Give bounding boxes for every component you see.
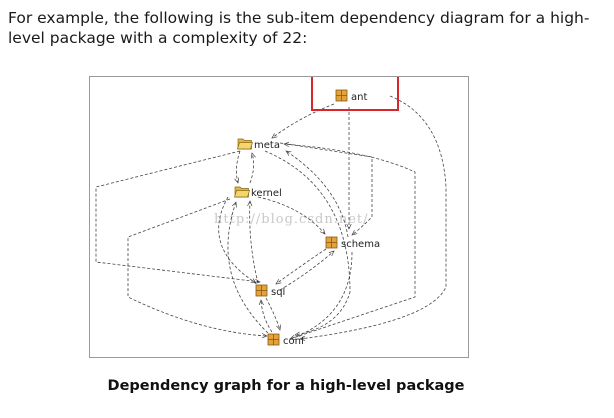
edge-meta-to-sql <box>95 150 260 282</box>
package-icon <box>335 89 348 102</box>
intro-paragraph: For example, the following is the sub-it… <box>8 9 590 47</box>
edge-sql-to-kernel <box>250 201 259 284</box>
figure-caption: Dependency graph for a high-level packag… <box>107 378 465 394</box>
edge-sql-to-conf <box>265 297 280 330</box>
dependency-diagram: http://blog.csdn.net/ ant meta kernel schem… <box>89 76 469 358</box>
package-icon <box>325 236 338 249</box>
node-meta: meta <box>237 138 280 151</box>
highlight-box <box>311 77 399 111</box>
node-schema: schema <box>325 236 380 250</box>
edge-kernel-to-schema <box>257 196 325 234</box>
node-label-meta: meta <box>254 140 280 151</box>
edge-schema-to-conf <box>290 251 353 339</box>
node-kernel: kernel <box>234 186 282 199</box>
nodes-layer: ant meta kernel schema sql conf <box>234 89 380 347</box>
package-icon <box>255 284 268 297</box>
node-label-ant: ant <box>351 92 367 103</box>
node-ant: ant <box>335 89 367 103</box>
node-label-schema: schema <box>341 239 380 250</box>
edge-meta-to-kernel <box>236 150 241 183</box>
edge-conf-to-meta <box>284 144 416 340</box>
folder-icon <box>234 186 250 198</box>
watermark-text: http://blog.csdn.net/ <box>214 212 369 227</box>
node-sql: sql <box>255 284 285 298</box>
edges-layer <box>95 95 447 340</box>
node-label-conf: conf <box>283 336 305 347</box>
edge-conf-to-kernel <box>227 202 269 334</box>
node-label-sql: sql <box>271 287 285 298</box>
edge-kernel-to-meta <box>249 153 254 184</box>
edge-sql-to-schema <box>279 251 334 291</box>
package-icon <box>267 333 280 346</box>
node-label-kernel: kernel <box>251 188 282 199</box>
edge-ant-to-meta <box>272 103 335 138</box>
folder-icon <box>237 138 253 150</box>
edge-conf-to-sql <box>261 300 273 333</box>
node-conf: conf <box>267 333 305 347</box>
edge-schema-to-meta <box>286 151 349 238</box>
edge-ant-to-conf <box>300 95 447 339</box>
edge-kernel-to-sql <box>218 196 256 283</box>
edge-schema-to-sql <box>276 248 327 284</box>
edge-meta-to-schema <box>279 142 373 235</box>
diagram-canvas: http://blog.csdn.net/ ant meta kernel schem… <box>95 77 447 347</box>
